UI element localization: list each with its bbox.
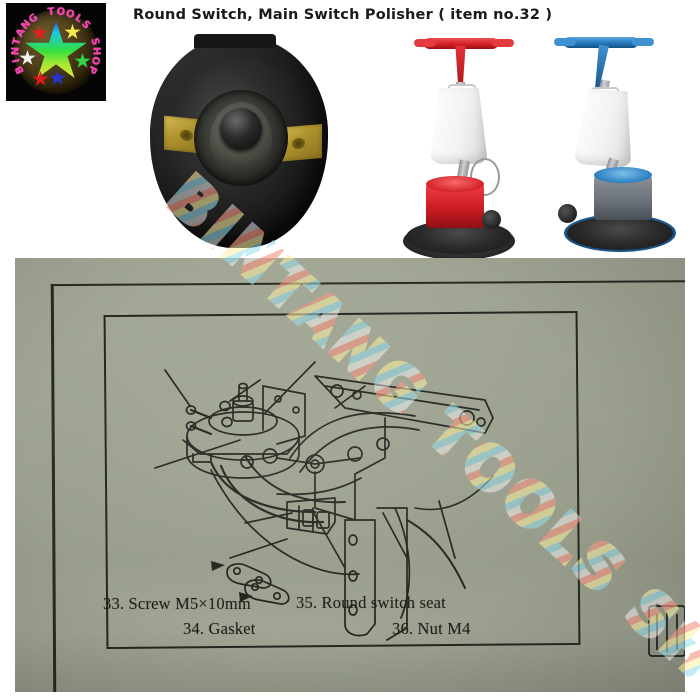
red-floor-polisher-photo [386, 32, 536, 260]
diagram-line-art [154, 361, 685, 657]
polisher-motor-top-blue [594, 167, 652, 183]
blue-floor-polisher-photo [546, 32, 696, 254]
polisher-solution-tank-red [430, 88, 488, 164]
logo-arc-letter: H [90, 46, 102, 56]
polisher-handle-stem-red [455, 46, 466, 90]
polisher-handlebar-blue [564, 37, 638, 48]
polisher-grip-right-blue [632, 38, 654, 46]
logo-arc-letter: T [47, 6, 56, 19]
exploded-parts-diagram-photo: 33. Screw M5×10mm 34. Gasket 35. Round s… [15, 258, 685, 692]
page-title: Round Switch, Main Switch Polisher ( ite… [133, 7, 553, 23]
polisher-grip-left-blue [554, 38, 576, 46]
polisher-base-blue [567, 216, 673, 250]
polisher-motor-top-red [426, 176, 484, 192]
polisher-wheel-red [482, 210, 501, 229]
polisher-solution-tank-blue [573, 88, 636, 168]
diagram-paper-background [15, 258, 685, 692]
diagram-label-35: 35. Round switch seat [296, 593, 446, 613]
polisher-handlebar-red [424, 38, 498, 49]
terminal-hole-right [292, 137, 305, 150]
polisher-grip-right-red [492, 39, 514, 47]
diagram-label-33: 33. Screw M5×10mm [103, 594, 251, 614]
terminal-hole-left [180, 129, 193, 142]
logo-arc-letter: T [11, 36, 24, 47]
diagram-vignette [15, 258, 685, 692]
switch-knob [220, 108, 262, 150]
diagram-label-34: 34. Gasket [183, 619, 256, 639]
logo-arc-letter: S [88, 36, 101, 47]
diagram-label-36: 36. Nut M4 [392, 619, 471, 639]
logo-arc-letter: N [10, 46, 22, 56]
polisher-wheel-blue [558, 204, 577, 223]
polisher-grip-left-red [414, 39, 436, 47]
switch-flat-top [194, 34, 276, 48]
round-switch-photo [128, 32, 378, 254]
